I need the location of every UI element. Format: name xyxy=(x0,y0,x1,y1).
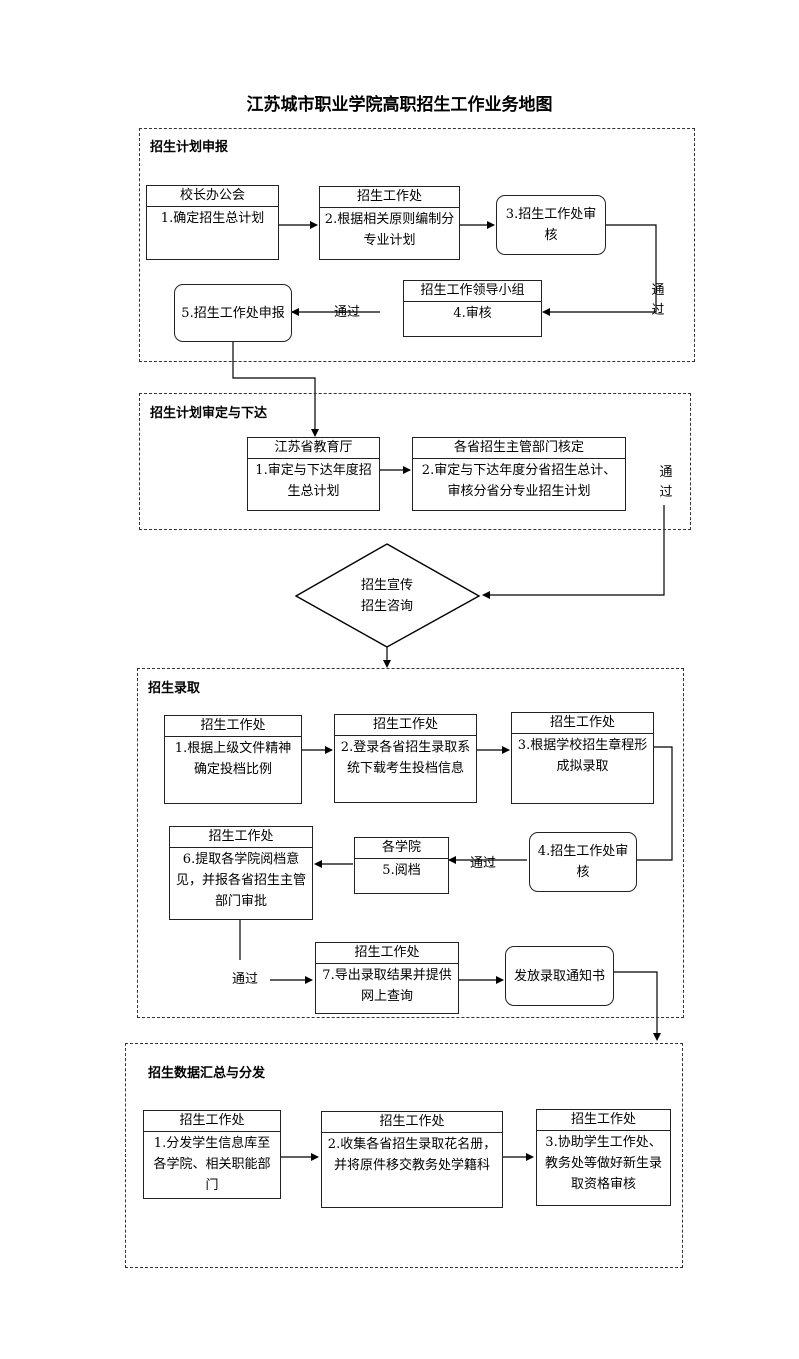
arrow-s1-b3-b4 xyxy=(542,224,657,316)
section-title-admission: 招生录取 xyxy=(148,681,201,696)
node-body: 1.根据上级文件精神确定投档比例 xyxy=(174,741,292,777)
arrow-s3-b3-b4 xyxy=(611,746,673,864)
label-pass: 通过 xyxy=(651,283,665,318)
node-head: 招生工作处 xyxy=(537,1110,670,1131)
arrow-s2-to-promo xyxy=(482,505,665,599)
node-body: 1.审定与下达年度招生总计划 xyxy=(255,463,372,499)
node-adm-2: 招生工作处 2.登录各省招生录取系统下载考生投档信息 xyxy=(334,714,477,803)
section-data xyxy=(125,1043,683,1268)
node-head: 各学院 xyxy=(355,838,448,859)
node-data-3: 招生工作处 3.协助学生工作处、教务处等做好新生录取资格审核 xyxy=(536,1109,671,1206)
node-head: 江苏省教育厅 xyxy=(248,438,379,459)
node-adm-3: 招生工作处 3.根据学校招生章程形成拟录取 xyxy=(511,712,654,804)
section-plan-approve xyxy=(139,393,691,530)
node-head: 招生工作处 xyxy=(335,715,476,736)
promo-text: 招生宣传招生咨询 xyxy=(337,575,437,617)
node-head: 各省招生主管部门核定 xyxy=(413,438,625,459)
node-president-office: 校长办公会 1.确定招生总计划 xyxy=(146,185,279,260)
node-body: 7.导出录取结果并提供网上查询 xyxy=(322,968,452,1004)
node-adm-6: 招生工作处 6.提取各学院阅档意见，并报各省招生主管部门审批 xyxy=(169,826,313,920)
label-pass: 通过 xyxy=(334,305,361,320)
node-body: 5.阅档 xyxy=(382,863,421,878)
node-adm-7: 招生工作处 7.导出录取结果并提供网上查询 xyxy=(315,942,459,1014)
section-admission xyxy=(137,668,684,1018)
section-plan-report xyxy=(139,128,695,362)
node-body: 1.分发学生信息库至各学院、相关职能部门 xyxy=(153,1136,271,1193)
node-head: 招生工作处 xyxy=(320,187,459,208)
arrow-s1-to-s2 xyxy=(232,342,319,437)
node-head: 招生工作处 xyxy=(165,716,301,737)
promo-line-1: 招生宣传 xyxy=(360,578,413,593)
node-leading-group: 招生工作领导小组 4.审核 xyxy=(403,280,542,337)
node-head: 招生工作处 xyxy=(170,827,312,848)
node-adm-5: 各学院 5.阅档 xyxy=(354,837,449,894)
node-body: 3.协助学生工作处、教务处等做好新生录取资格审核 xyxy=(544,1135,662,1192)
section-title-plan-approve: 招生计划审定与下达 xyxy=(150,406,268,421)
node-data-2: 招生工作处 2.收集各省招生录取花名册，并将原件移交教务处学籍科 xyxy=(321,1111,503,1208)
node-data-1: 招生工作处 1.分发学生信息库至各学院、相关职能部门 xyxy=(143,1110,281,1199)
node-body: 2.登录各省招生录取系统下载考生投档信息 xyxy=(340,740,471,776)
node-admission-office-plan: 招生工作处 2.根据相关原则编制分专业计划 xyxy=(319,186,460,260)
node-body: 2.收集各省招生录取花名册，并将原件移交教务处学籍科 xyxy=(327,1137,497,1173)
node-body: 3.根据学校招生章程形成拟录取 xyxy=(517,738,648,774)
node-head: 招生工作处 xyxy=(322,1112,502,1133)
node-head: 校长办公会 xyxy=(147,186,278,207)
node-body: 6.提取各学院阅档意见，并报各省招生主管部门审批 xyxy=(175,852,306,909)
node-body: 2.审定与下达年度分省招生总计、审核分省分专业招生计划 xyxy=(421,463,617,499)
node-admission-office-review: 3.招生工作处审核 xyxy=(496,195,606,255)
node-provincial-admission-dept: 各省招生主管部门核定 2.审定与下达年度分省招生总计、审核分省分专业招生计划 xyxy=(412,437,626,511)
node-jiangsu-education-dept: 江苏省教育厅 1.审定与下达年度招生总计划 xyxy=(247,437,380,511)
node-adm-8: 发放录取通知书 xyxy=(505,946,614,1006)
node-head: 招生工作处 xyxy=(316,943,458,964)
node-adm-1: 招生工作处 1.根据上级文件精神确定投档比例 xyxy=(164,715,302,804)
node-head: 招生工作处 xyxy=(144,1111,280,1132)
promo-line-2: 招生咨询 xyxy=(360,599,413,614)
node-adm-4: 4.招生工作处审核 xyxy=(529,832,637,892)
label-pass: 通过 xyxy=(659,465,673,500)
section-title-plan-report: 招生计划申报 xyxy=(150,140,229,155)
page-title: 江苏城市职业学院高职招生工作业务地图 xyxy=(246,95,553,115)
node-body: 1.确定招生总计划 xyxy=(160,211,265,226)
promo-diamond xyxy=(294,543,481,648)
node-body: 2.根据相关原则编制分专业计划 xyxy=(324,212,455,248)
node-admission-office-report: 5.招生工作处申报 xyxy=(174,284,292,342)
label-pass: 通过 xyxy=(232,972,259,987)
section-title-data: 招生数据汇总与分发 xyxy=(148,1066,266,1081)
node-head: 招生工作处 xyxy=(512,713,653,734)
label-pass: 通过 xyxy=(470,856,497,871)
node-body: 4.审核 xyxy=(453,306,492,321)
node-head: 招生工作领导小组 xyxy=(404,281,541,302)
